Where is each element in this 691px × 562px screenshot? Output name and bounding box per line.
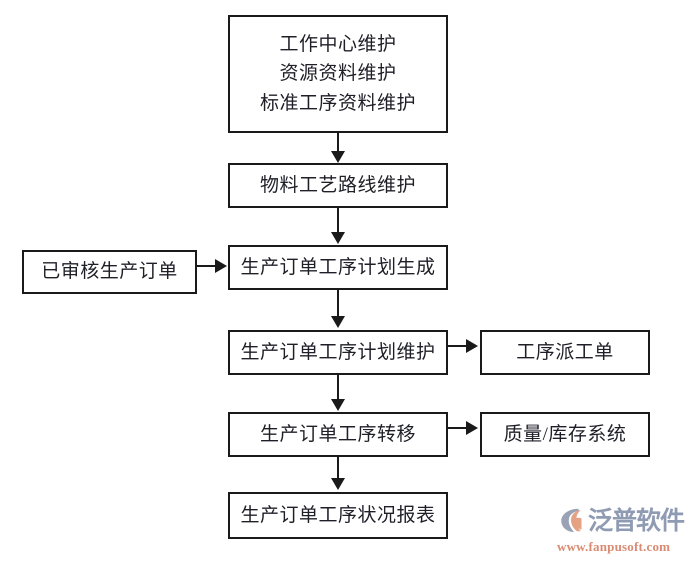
arrowhead-down-to-plan-maintain	[331, 316, 345, 328]
arrowhead-down-to-plan-generate	[331, 232, 345, 244]
connector-plan-maintain-to-dispatch	[448, 345, 468, 347]
node-basic-data-line-2: 资源资料维护	[279, 63, 397, 85]
arrowhead-right-to-plan-generate	[215, 259, 227, 273]
connector-routing-to-plan-generate	[337, 208, 339, 234]
connector-approved-order-to-plan-generate	[197, 265, 217, 267]
node-basic-data-line-1: 工作中心维护	[279, 33, 397, 55]
node-plan-generate-label: 生产订单工序计划生成	[240, 256, 436, 278]
watermark-brand-row: 泛普软件	[556, 503, 685, 537]
connector-operation-move-to-status-report	[337, 457, 339, 480]
node-status-report[interactable]: 生产订单工序状况报表	[228, 492, 448, 539]
watermark-url-text: www.fanpusoft.com	[557, 539, 671, 554]
node-basic-data[interactable]: 工作中心维护 资源资料维护 标准工序资料维护	[228, 15, 448, 133]
fanpu-logo-icon	[561, 508, 582, 532]
arrowhead-right-to-dispatch	[466, 339, 478, 353]
node-basic-data-line-3: 标准工序资料维护	[259, 92, 416, 114]
node-operation-move[interactable]: 生产订单工序转移	[228, 412, 448, 457]
connector-plan-maintain-to-operation-move	[337, 375, 339, 401]
arrowhead-down-to-operation-move	[331, 399, 345, 411]
node-quality-inventory-system[interactable]: 质量/库存系统	[480, 412, 650, 457]
arrowhead-down-to-routing	[331, 151, 345, 163]
node-approved-order-label: 已审核生产订单	[41, 261, 178, 283]
connector-operation-move-to-quality-inventory	[448, 427, 468, 429]
node-status-report-label: 生产订单工序状况报表	[240, 504, 436, 526]
node-quality-inventory-label: 质量/库存系统	[503, 423, 627, 445]
watermark-brand-text: 泛普软件	[588, 505, 685, 535]
arrowhead-down-to-status-report	[331, 478, 345, 490]
node-approved-production-order[interactable]: 已审核生产订单	[22, 250, 197, 294]
node-routing-maintenance[interactable]: 物料工艺路线维护	[228, 163, 448, 208]
node-dispatch-order-label: 工序派工单	[516, 341, 614, 363]
connector-plan-generate-to-plan-maintain	[337, 290, 339, 318]
node-operation-move-label: 生产订单工序转移	[259, 423, 416, 445]
arrowhead-right-to-quality-inventory	[466, 421, 478, 435]
node-plan-maintenance[interactable]: 生产订单工序计划维护	[228, 330, 448, 375]
node-routing-label: 物料工艺路线维护	[259, 174, 416, 196]
node-dispatch-order[interactable]: 工序派工单	[480, 330, 650, 375]
node-plan-maintain-label: 生产订单工序计划维护	[240, 341, 436, 363]
connector-basic-data-to-routing	[337, 133, 339, 155]
node-plan-generation[interactable]: 生产订单工序计划生成	[228, 245, 448, 290]
watermark: 泛普软件 www.fanpusoft.com	[556, 503, 688, 555]
